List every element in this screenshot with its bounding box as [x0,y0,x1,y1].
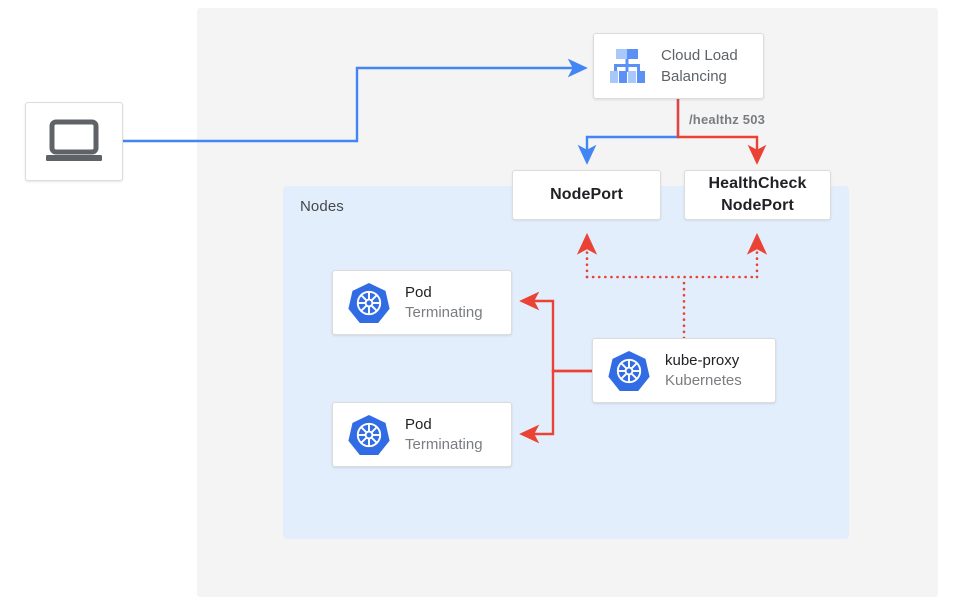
pod-card[interactable]: Pod Terminating [332,402,512,467]
nodes-panel-label: Nodes [300,198,344,215]
client-card[interactable] [25,102,123,181]
cloud-load-balancing-card[interactable]: Cloud Load Balancing [593,33,764,99]
cloud-load-balancing-line1: Cloud Load [661,47,738,64]
healthcheck-nodeport-line2: NodePort [721,197,794,214]
pod-text: Pod Terminating [405,283,483,323]
pod-title: Pod [405,415,432,433]
kube-proxy-title: kube-proxy [665,351,740,369]
kubernetes-icon [348,282,390,323]
kubernetes-icon [348,414,390,455]
cloud-load-balancing-icon [610,49,645,83]
kubernetes-icon [608,350,650,391]
pod-status: Terminating [405,435,483,453]
healthcheck-nodeport-card[interactable]: HealthCheck NodePort [684,170,831,220]
pod-title: Pod [405,283,432,301]
kube-proxy-text: kube-proxy Kubernetes [665,351,742,391]
nodeport-label: NodePort [550,186,623,203]
pod-text: Pod Terminating [405,415,483,455]
nodeport-card[interactable]: NodePort [512,170,661,220]
laptop-icon [46,119,102,161]
cloud-load-balancing-line2: Balancing [661,68,727,85]
healthz-label: /healthz 503 [689,112,766,127]
cloud-load-balancing-label: Cloud Load Balancing [661,45,738,87]
pod-card[interactable]: Pod Terminating [332,270,512,335]
kube-proxy-card[interactable]: kube-proxy Kubernetes [592,338,776,403]
kube-proxy-subtitle: Kubernetes [665,371,742,389]
pod-status: Terminating [405,303,483,321]
healthcheck-nodeport-line1: HealthCheck [708,175,807,192]
healthcheck-nodeport-label: HealthCheck NodePort [708,173,806,217]
